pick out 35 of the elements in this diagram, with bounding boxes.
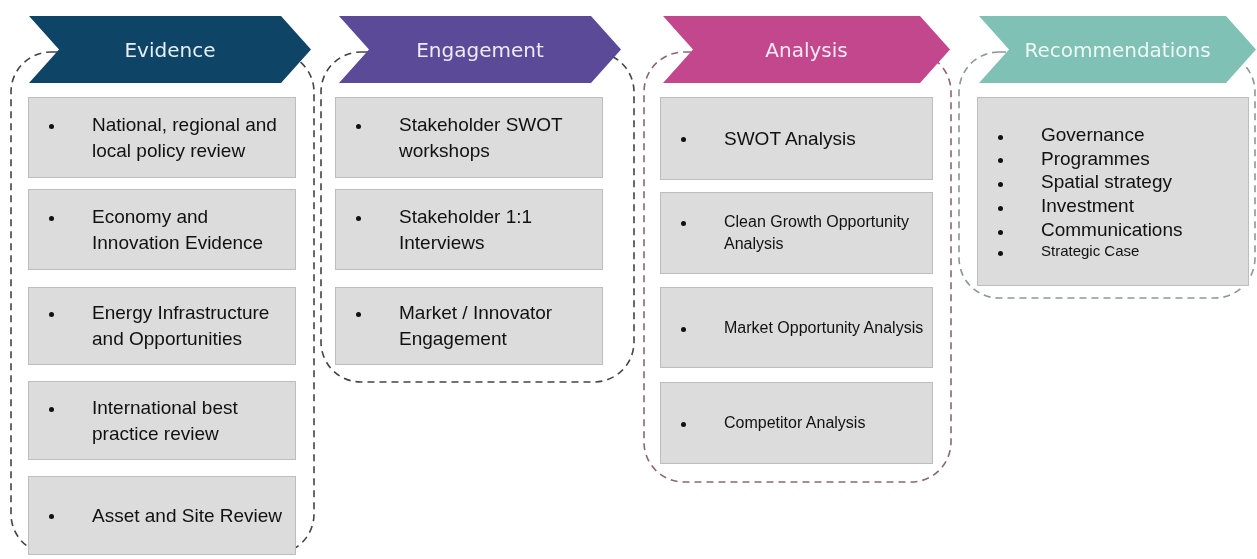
item-text: Market Opportunity Analysis xyxy=(724,317,924,338)
item-card xyxy=(660,97,933,180)
chevron-banner: Evidence xyxy=(29,16,311,83)
item-card xyxy=(28,97,296,178)
item-card xyxy=(660,382,933,464)
item-text: Competitor Analysis xyxy=(724,413,866,434)
item-card xyxy=(660,287,933,368)
chevron-banner: Recommendations xyxy=(979,16,1256,83)
item-card xyxy=(977,97,1249,286)
item-card xyxy=(660,192,933,274)
item-text: Communications xyxy=(1041,217,1183,242)
item-text: Clean Growth Opportunity Analysis xyxy=(724,212,910,254)
chevron-banner: Engagement xyxy=(339,16,621,83)
item-card xyxy=(335,189,603,270)
item-text: Investment xyxy=(1041,194,1134,218)
item-text: Market / Innovator Engagement xyxy=(399,301,554,351)
item-text: Economy and Innovation Evidence xyxy=(92,204,265,255)
item-text: Governance xyxy=(1041,122,1145,147)
item-text: Strategic Case xyxy=(1041,241,1140,261)
item-card xyxy=(335,97,603,178)
item-text: International best practice review xyxy=(92,395,239,446)
item-text: National, regional and local policy review xyxy=(92,112,278,163)
item-text: Asset and Site Review xyxy=(92,503,283,528)
item-card xyxy=(28,381,296,460)
chevron-banner: Analysis xyxy=(663,16,950,83)
item-text: Spatial strategy xyxy=(1041,170,1172,194)
item-text: Stakeholder 1:1 Interviews xyxy=(399,204,534,255)
item-card xyxy=(28,476,296,555)
item-text: Energy Infrastructure and Opportunities xyxy=(92,301,271,351)
item-card xyxy=(335,287,603,365)
item-text: Programmes xyxy=(1041,146,1150,171)
item-card xyxy=(28,287,296,365)
item-card xyxy=(28,189,296,270)
item-text: Stakeholder SWOT workshops xyxy=(399,112,564,163)
item-text: SWOT Analysis xyxy=(724,126,856,151)
